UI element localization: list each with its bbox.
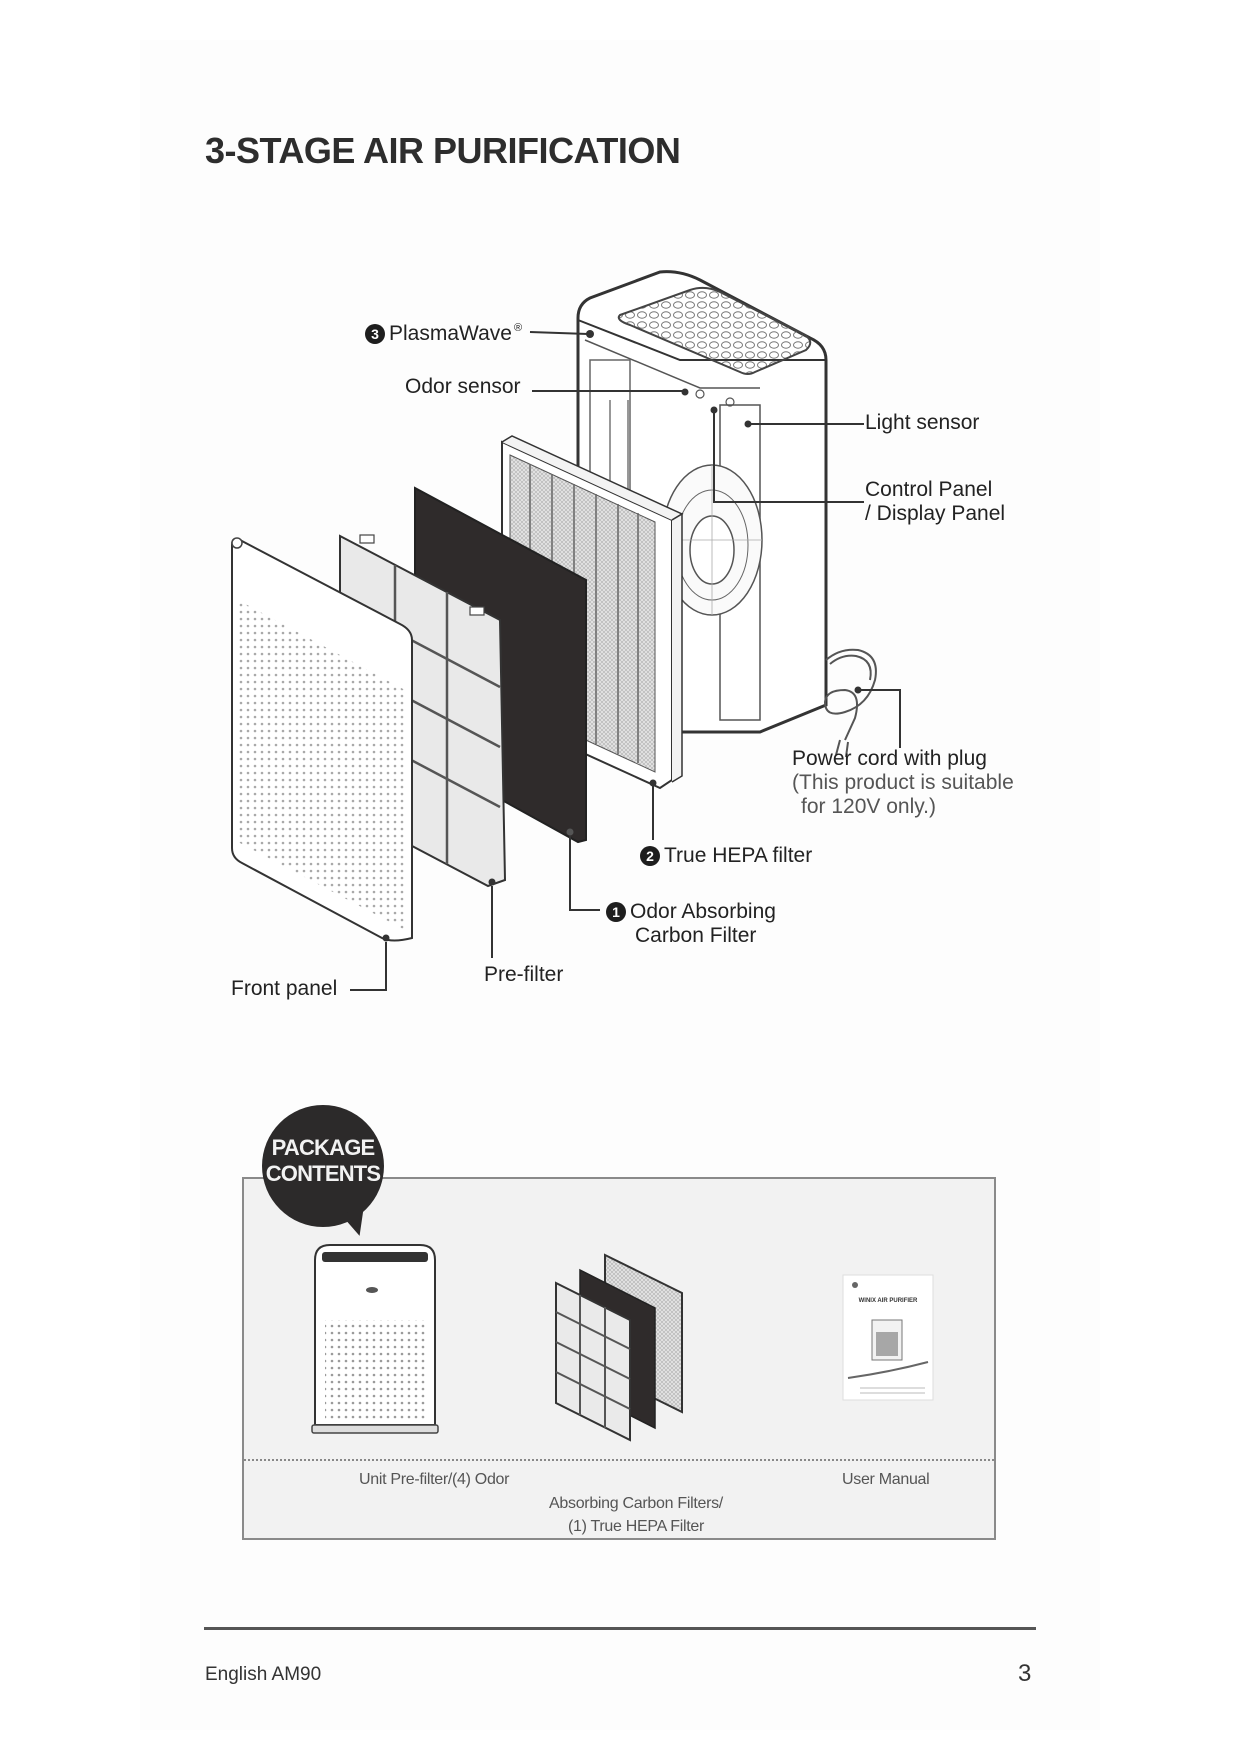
- unit-thumbnail: [311, 1244, 439, 1434]
- stage-3-badge: 3: [365, 324, 385, 344]
- power-cord-line3: for 120V only.): [801, 795, 937, 818]
- footer-model: English AM90: [205, 1664, 322, 1685]
- registered-mark: ®: [513, 322, 523, 334]
- hepa-label: True HEPA filter: [664, 844, 813, 867]
- front-panel-illustration: [231, 537, 413, 942]
- heading-line2: CONTENTS: [265, 1161, 381, 1186]
- package-divider: [244, 1459, 994, 1461]
- page-title: 3-STAGE AIR PURIFICATION: [205, 130, 681, 171]
- control-panel-line2: / Display Panel: [865, 502, 1006, 525]
- purifier-unit-illustration: [576, 270, 828, 734]
- plasmawave-label: PlasmaWave: [389, 322, 512, 345]
- footer-rule: [204, 1627, 1036, 1630]
- callout-pre-filter: Pre-filter: [484, 963, 564, 986]
- power-cord-line2: (This product is suitable: [792, 771, 1014, 794]
- package-contents-heading: PACKAGE CONTENTS: [262, 1105, 384, 1227]
- item-unit-label: Unit Pre-filter/(4) Odor: [359, 1471, 510, 1488]
- filters-label-line2: (1) True HEPA Filter: [568, 1518, 704, 1535]
- control-panel-line1: Control Panel: [865, 478, 993, 501]
- item-manual-label: User Manual: [842, 1471, 930, 1488]
- stage-2-badge: 2: [640, 846, 660, 866]
- callout-power-cord: Power cord with plug (This product is su…: [792, 747, 1014, 819]
- manual-title: WINIX AIR PURIFIER: [858, 1298, 918, 1304]
- callout-control-panel: Control Panel / Display Panel: [865, 478, 1005, 526]
- carbon-line2: Carbon Filter: [635, 924, 757, 947]
- stage-1-badge: 1: [606, 902, 626, 922]
- callout-odor-sensor: Odor sensor: [405, 375, 521, 398]
- callout-front-panel: Front panel: [231, 977, 338, 1000]
- power-cord-illustration: [823, 648, 877, 758]
- filters-thumbnail: [555, 1253, 683, 1442]
- heading-line1: PACKAGE: [271, 1135, 376, 1160]
- filters-label-line1: Absorbing Carbon Filters/: [549, 1495, 723, 1512]
- callout-light-sensor: Light sensor: [865, 411, 980, 434]
- manual-thumbnail: [842, 1274, 934, 1401]
- carbon-line1: Odor Absorbing: [630, 900, 776, 923]
- item-filters-label: Absorbing Carbon Filters/ (1) True HEPA …: [530, 1492, 742, 1538]
- leader-lines: [350, 331, 901, 991]
- power-cord-line1: Power cord with plug: [792, 747, 987, 770]
- page-number: 3: [1018, 1660, 1032, 1687]
